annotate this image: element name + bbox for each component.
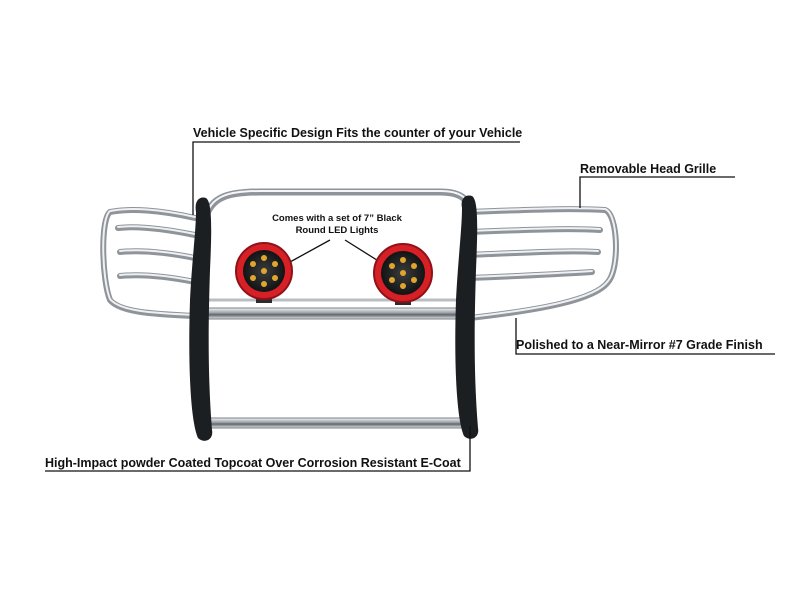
callout-powder-coat: High-Impact powder Coated Topcoat Over C…	[45, 456, 461, 470]
leader-lines	[45, 141, 775, 472]
callout-led-lights-line1: Comes with a set of 7” Black	[272, 213, 402, 224]
callout-mirror-finish: Polished to a Near-Mirror #7 Grade Finis…	[516, 338, 763, 352]
led-light-icon	[235, 242, 293, 303]
right-wing-tubes	[465, 206, 619, 321]
lower-crossbar	[204, 417, 468, 429]
callout-removable-grille: Removable Head Grille	[580, 162, 717, 176]
right-upright	[455, 195, 479, 439]
upper-crossbar	[199, 307, 473, 320]
right-wing-highlight	[467, 207, 617, 318]
led-light-icon	[373, 243, 433, 305]
left-wing-highlight	[102, 208, 196, 316]
callout-led-lights: Comes with a set of 7” Black Round LED L…	[262, 213, 412, 237]
callout-led-lights-line2: Round LED Lights	[295, 224, 379, 236]
callout-vehicle-design: Vehicle Specific Design Fits the counter…	[193, 126, 523, 140]
left-upright	[189, 197, 213, 441]
left-wing-tubes	[100, 207, 198, 319]
